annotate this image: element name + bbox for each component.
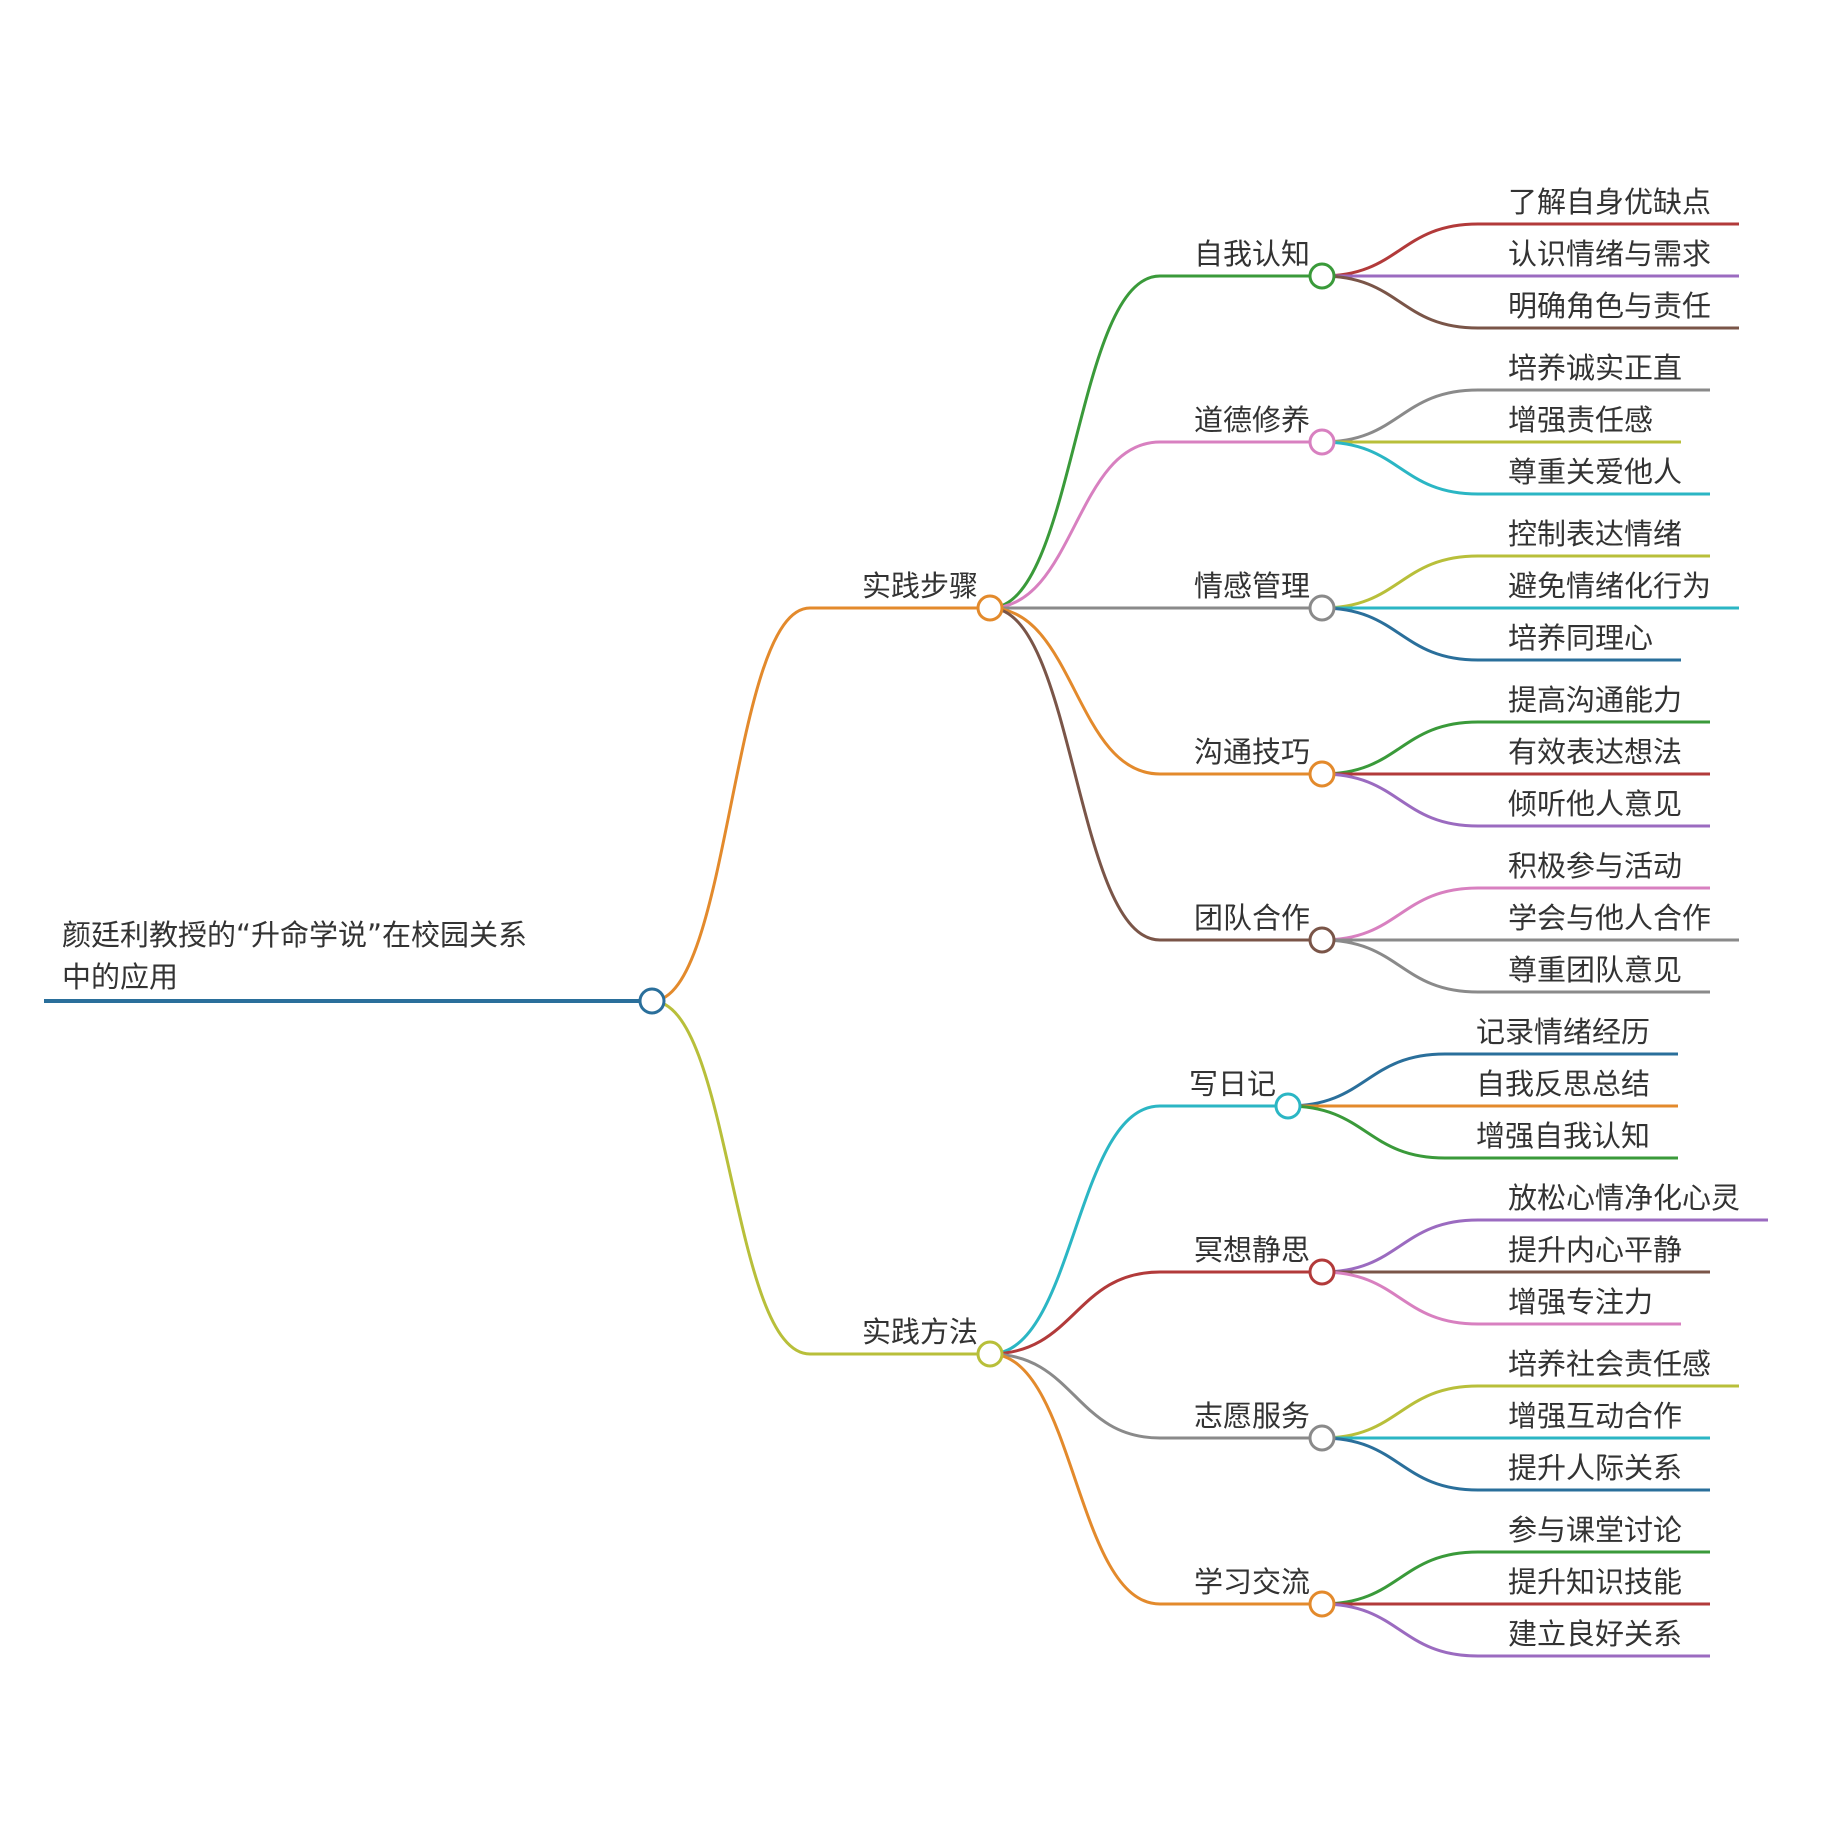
edge-branch-topic — [989, 606, 1161, 776]
leaf-label: 增强专注力 — [1508, 1285, 1653, 1319]
topic-label: 团队合作 — [1194, 901, 1310, 935]
leaf-label: 倾听他人意见 — [1508, 787, 1682, 821]
topic-node[interactable] — [1308, 1424, 1336, 1452]
leaf-label: 提升内心平静 — [1508, 1233, 1682, 1267]
branch-label: 实践步骤 — [862, 569, 978, 603]
leaf-label: 参与课堂讨论 — [1508, 1513, 1682, 1547]
topic-node[interactable] — [1308, 428, 1336, 456]
leaf-label: 认识情绪与需求 — [1508, 237, 1711, 271]
edge-topic-leaf — [1321, 938, 1479, 994]
leaf-label: 记录情绪经历 — [1476, 1015, 1650, 1049]
topic-node[interactable] — [1308, 926, 1336, 954]
topic-label: 情感管理 — [1194, 569, 1310, 603]
topic-label: 冥想静思 — [1194, 1233, 1310, 1267]
leaf-label: 增强责任感 — [1508, 403, 1653, 437]
edge-branch-topic — [989, 440, 1161, 610]
edge-topic-leaf — [1287, 1104, 1446, 1160]
topic-node[interactable] — [1274, 1092, 1302, 1120]
edge-branch-topic — [989, 606, 1161, 942]
edge-root-branch — [651, 606, 811, 1003]
leaf-label: 尊重关爱他人 — [1508, 455, 1682, 489]
edges-layer — [44, 222, 1768, 1658]
topic-label: 自我认知 — [1194, 237, 1310, 271]
topic-node[interactable] — [1308, 1258, 1336, 1286]
leaf-label: 避免情绪化行为 — [1508, 569, 1711, 603]
edge-topic-leaf — [1321, 1218, 1479, 1274]
leaf-label: 了解自身优缺点 — [1508, 185, 1711, 219]
edge-branch-topic — [989, 274, 1161, 610]
topic-label: 学习交流 — [1194, 1565, 1310, 1599]
edge-topic-leaf — [1321, 1602, 1479, 1658]
edge-topic-leaf — [1321, 886, 1479, 942]
leaf-label: 提升知识技能 — [1508, 1565, 1682, 1599]
topic-label: 写日记 — [1189, 1067, 1276, 1101]
edge-topic-leaf — [1287, 1052, 1446, 1108]
branch-node[interactable] — [976, 1340, 1004, 1368]
edge-branch-topic — [989, 1104, 1161, 1356]
edge-topic-leaf — [1321, 388, 1479, 444]
edge-topic-leaf — [1321, 1436, 1479, 1492]
edge-topic-leaf — [1321, 606, 1479, 662]
branch-node[interactable] — [976, 594, 1004, 622]
root-node[interactable] — [638, 987, 666, 1015]
edge-branch-topic — [989, 1352, 1161, 1440]
edge-topic-leaf — [1321, 222, 1479, 278]
leaf-label: 自我反思总结 — [1476, 1067, 1650, 1101]
leaf-label: 明确角色与责任 — [1508, 289, 1711, 323]
topic-node[interactable] — [1308, 760, 1336, 788]
topic-node[interactable] — [1308, 1590, 1336, 1618]
edge-branch-topic — [989, 1270, 1161, 1356]
root-title-line1: 颜廷利教授的“升命学说”在校园关系 — [62, 918, 527, 952]
edge-topic-leaf — [1321, 772, 1479, 828]
topic-label: 沟通技巧 — [1194, 735, 1310, 769]
leaf-label: 放松心情净化心灵 — [1508, 1181, 1740, 1215]
edge-topic-leaf — [1321, 1384, 1479, 1440]
edge-topic-leaf — [1321, 1550, 1479, 1606]
leaf-label: 增强自我认知 — [1476, 1119, 1650, 1153]
edge-topic-leaf — [1321, 274, 1479, 330]
leaf-label: 提升人际关系 — [1508, 1451, 1682, 1485]
leaf-label: 控制表达情绪 — [1508, 517, 1682, 551]
leaf-label: 培养社会责任感 — [1508, 1347, 1711, 1381]
nodes-layer — [638, 262, 1336, 1618]
topic-node[interactable] — [1308, 594, 1336, 622]
topic-node[interactable] — [1308, 262, 1336, 290]
leaf-label: 尊重团队意见 — [1508, 953, 1682, 987]
edge-topic-leaf — [1321, 440, 1479, 496]
leaf-label: 培养同理心 — [1508, 621, 1653, 655]
root-title-line2: 中的应用 — [62, 960, 178, 994]
edge-branch-topic — [989, 1352, 1161, 1606]
branch-label: 实践方法 — [862, 1315, 978, 1349]
leaf-label: 提高沟通能力 — [1508, 683, 1682, 717]
leaf-label: 培养诚实正直 — [1508, 351, 1682, 385]
leaf-label: 增强互动合作 — [1508, 1399, 1682, 1433]
topic-label: 志愿服务 — [1194, 1399, 1310, 1433]
edge-root-branch — [651, 999, 811, 1356]
leaf-label: 学会与他人合作 — [1508, 901, 1711, 935]
edge-topic-leaf — [1321, 720, 1479, 776]
leaf-label: 有效表达想法 — [1508, 735, 1682, 769]
edge-topic-leaf — [1321, 554, 1479, 610]
leaf-label: 积极参与活动 — [1508, 849, 1682, 883]
edge-topic-leaf — [1321, 1270, 1479, 1326]
leaf-label: 建立良好关系 — [1508, 1617, 1682, 1651]
topic-label: 道德修养 — [1194, 403, 1310, 437]
